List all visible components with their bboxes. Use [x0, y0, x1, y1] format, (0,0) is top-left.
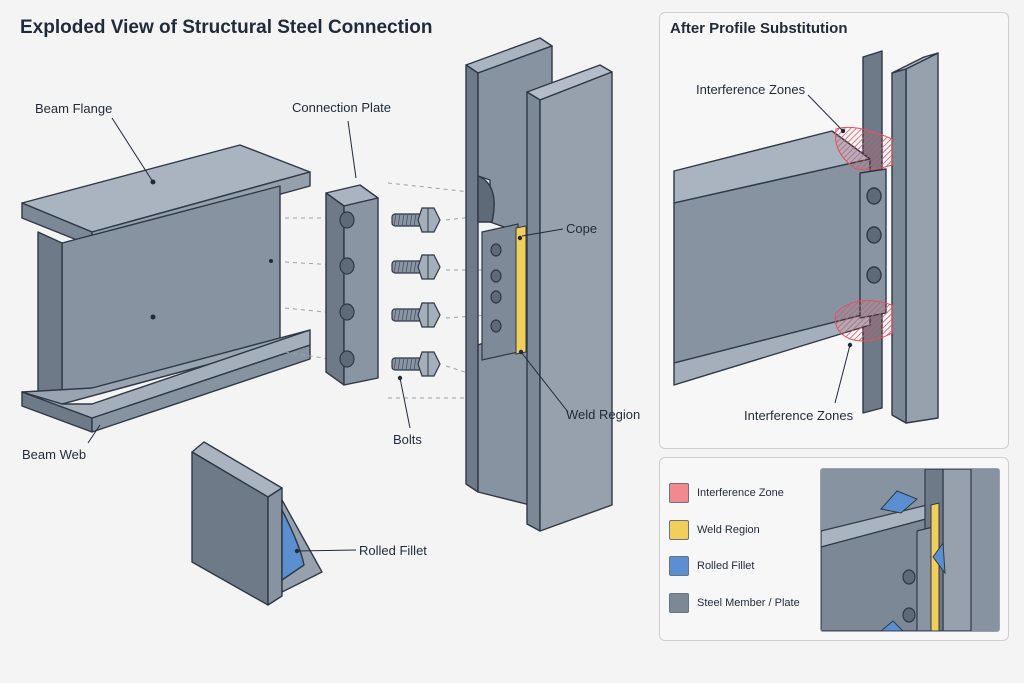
after-column-flange	[905, 52, 939, 424]
column-shear-tab	[481, 223, 519, 361]
inset-fillet-bottom	[880, 620, 904, 631]
legend-label-fillet: Rolled Fillet	[697, 560, 755, 572]
bolt-group	[391, 207, 441, 377]
bolt-marker	[397, 375, 403, 381]
leader-cope	[521, 228, 564, 237]
inset-fillet-side	[932, 541, 946, 575]
rolled-fillet-block	[191, 441, 323, 606]
legend-label-interference: Interference Zone	[697, 487, 784, 499]
label-weld-region: Weld Region	[566, 407, 640, 422]
label-interference-bottom: Interference Zones	[744, 408, 854, 423]
diagram-title: Exploded View of Structural Steel Connec…	[20, 17, 432, 38]
label-bolts: Bolts	[393, 432, 422, 447]
alignment-lines	[284, 182, 491, 399]
label-rolled-fillet: Rolled Fillet	[359, 543, 427, 558]
legend-panel: Interference Zone Weld Region Rolled Fil…	[659, 457, 1009, 641]
i-beam	[21, 144, 311, 433]
after-substitution-diagram: Interference Zones Interference Zones	[673, 50, 939, 424]
beam-web-end	[37, 231, 63, 405]
interference-zone-top	[834, 126, 893, 170]
interference-zone-bottom	[834, 300, 893, 342]
leader-rolled-fillet	[296, 549, 357, 552]
bolt	[391, 254, 441, 280]
steel-swatch	[669, 593, 689, 613]
legend-item-interference: Interference Zone	[669, 482, 784, 504]
weld-swatch	[669, 520, 689, 540]
legend-label-weld: Weld Region	[697, 524, 760, 536]
beam-web-hole	[269, 259, 273, 263]
connection-plate	[325, 184, 379, 386]
leader-interference-bottom	[834, 344, 851, 404]
leader-bolts	[399, 377, 411, 429]
beam-web-marker	[150, 314, 156, 320]
weld-strip	[515, 225, 527, 355]
interference-swatch	[669, 483, 689, 503]
leader-connection-plate	[347, 120, 357, 179]
fillet-swatch	[669, 556, 689, 576]
leader-weld	[520, 351, 569, 413]
legend-item-weld: Weld Region	[669, 519, 760, 541]
inset-weld	[930, 502, 940, 631]
legend-item-fillet: Rolled Fillet	[669, 555, 754, 577]
after-substitution-panel: After Profile Substitution	[659, 12, 1009, 449]
beam-bottom-flange-upper	[21, 329, 311, 419]
column	[465, 37, 613, 532]
leader-interference-top	[807, 94, 844, 132]
plate-holes	[339, 211, 355, 368]
cope-marker	[517, 235, 523, 241]
leader-beam-web	[87, 424, 101, 444]
label-beam-flange: Beam Flange	[35, 101, 112, 116]
label-connection-plate: Connection Plate	[292, 100, 391, 115]
bolt	[391, 351, 441, 377]
label-beam-web: Beam Web	[22, 447, 86, 462]
legend-item-steel: Steel Member / Plate	[669, 592, 800, 614]
label-cope: Cope	[566, 221, 597, 236]
inset-fillet-top	[880, 490, 918, 514]
bolt	[391, 207, 441, 233]
bolt	[391, 302, 441, 328]
detail-inset	[820, 468, 1000, 632]
after-panel-title: After Profile Substitution	[670, 20, 848, 37]
legend-label-steel: Steel Member / Plate	[697, 597, 800, 609]
leader-beam-flange	[111, 117, 154, 183]
label-interference-top: Interference Zones	[696, 82, 806, 97]
